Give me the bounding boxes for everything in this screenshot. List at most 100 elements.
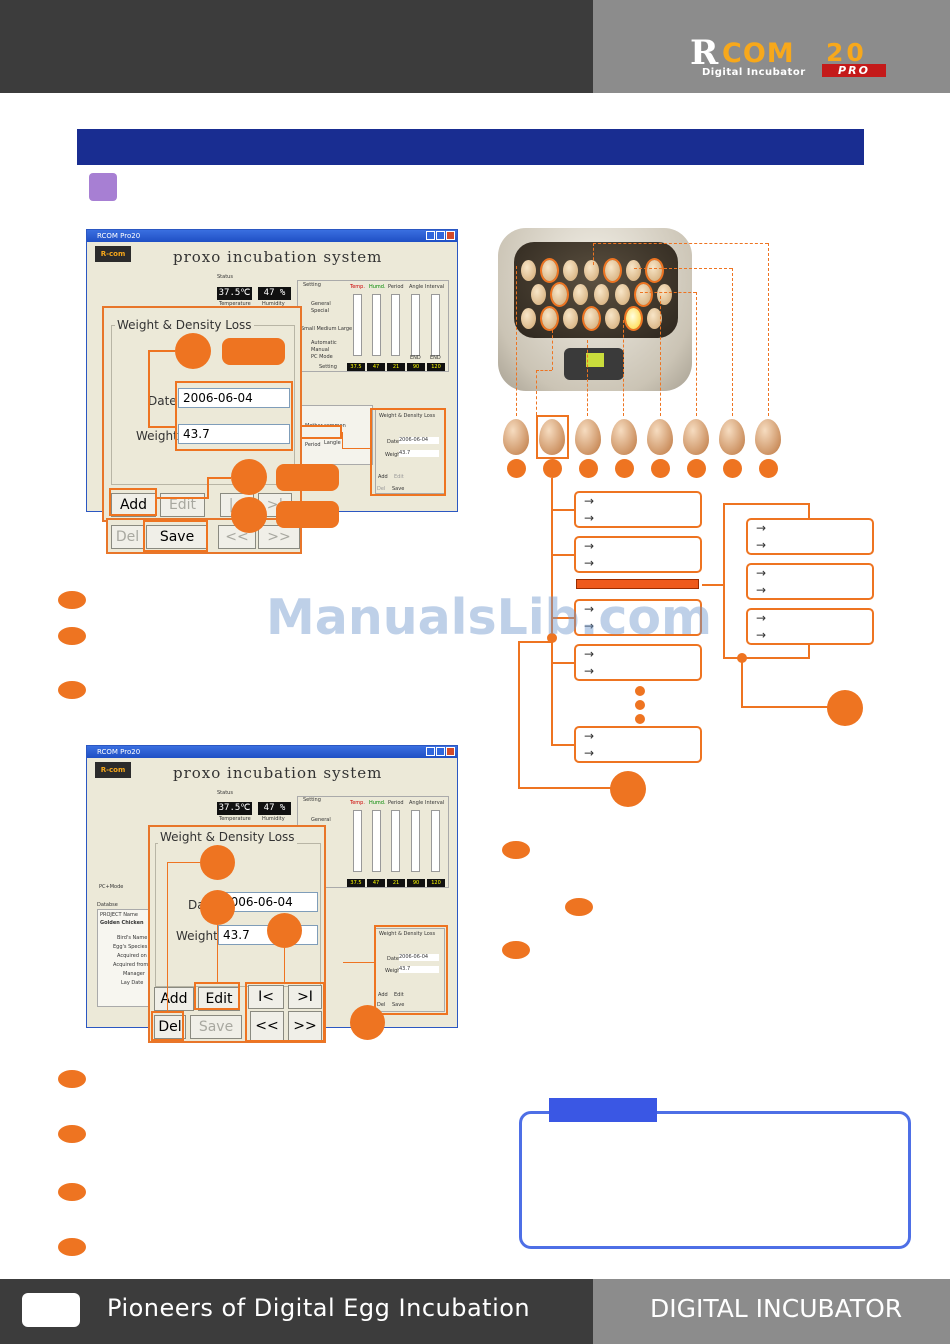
bullet-2 (58, 627, 86, 645)
field-acquired-from: Acquired from (113, 962, 149, 968)
del-button[interactable]: Del (154, 1015, 186, 1039)
add-button[interactable]: Add (154, 987, 194, 1011)
bullet-5 (58, 1125, 86, 1143)
ellipsis-dot (635, 700, 645, 710)
callout-line (167, 862, 200, 863)
col-temp: Temp. (350, 284, 365, 290)
save-button[interactable]: Save (190, 1015, 242, 1039)
maximize-icon[interactable] (436, 231, 445, 240)
edit-button[interactable]: Edit (160, 493, 205, 517)
tree-line (741, 706, 829, 708)
period-slider[interactable] (391, 810, 400, 872)
callout-box-edit (194, 982, 240, 1010)
egg-bullet (579, 459, 598, 478)
dialog-bottom-row-add: Del Save << >> (106, 518, 302, 554)
tree-line (551, 617, 574, 619)
angle-value: 90 (407, 363, 425, 371)
date-label: Date (148, 394, 177, 408)
first-record-button[interactable]: I< (248, 985, 284, 1009)
tree-line (723, 503, 810, 505)
angle-slider[interactable] (411, 294, 420, 356)
prev-record-button[interactable]: << (250, 1011, 284, 1041)
wdl-mini-del[interactable]: Del (377, 486, 386, 492)
temperature-display: 37.5℃ (217, 287, 252, 300)
angle-slider[interactable] (411, 810, 420, 872)
tree-line (551, 744, 574, 746)
record-box-5: →→ (574, 726, 702, 763)
next-record-button[interactable]: >> (288, 1011, 322, 1041)
wdl-mini-save[interactable]: Save (392, 486, 405, 492)
minimize-icon[interactable] (426, 231, 435, 240)
weight-input[interactable]: 43.7 (178, 424, 290, 444)
minimize-icon[interactable] (426, 747, 435, 756)
last-record-button[interactable]: >I (288, 985, 322, 1009)
arrow-icon: → (584, 511, 595, 525)
egg-slot (636, 284, 651, 305)
period-slider[interactable] (391, 294, 400, 356)
del-button[interactable]: Del (111, 525, 144, 549)
setting-special[interactable]: Special (311, 308, 330, 314)
callout-marker-right-2 (610, 771, 646, 807)
humd-slider[interactable] (372, 294, 381, 356)
mode-pc[interactable]: PC Mode (311, 354, 333, 360)
temp-slider[interactable] (353, 810, 362, 872)
wdl-mini-weight[interactable]: 43.7 (399, 966, 439, 973)
close-icon[interactable] (446, 747, 455, 756)
interval-slider[interactable] (431, 810, 440, 872)
setting-label: Setting (303, 282, 321, 288)
wdl-mini-edit[interactable]: Edit (394, 992, 404, 998)
temp-slider[interactable] (353, 294, 362, 356)
egg-slot (647, 260, 662, 281)
temperature-caption: Temperature (219, 301, 251, 307)
interval-slider[interactable] (431, 294, 440, 356)
date-input[interactable]: 2006-06-04 (178, 388, 290, 408)
close-icon[interactable] (446, 231, 455, 240)
angle-end-label: END (410, 355, 421, 361)
save-button[interactable]: Save (146, 525, 208, 549)
setting-general[interactable]: General (311, 301, 331, 307)
leader-line (536, 370, 552, 371)
tree-line (518, 787, 611, 789)
detail-box-2: →→ (746, 563, 874, 600)
wdl-mini-date[interactable]: 2006-06-04 (399, 437, 439, 444)
window-controls[interactable] (426, 747, 455, 756)
arrow-icon: → (584, 556, 595, 570)
egg-slot (605, 260, 620, 281)
setting-general[interactable]: General (311, 817, 331, 823)
callout-line (342, 432, 343, 449)
window-controls[interactable] (426, 231, 455, 240)
egg (575, 419, 601, 455)
arrow-icon: → (756, 521, 767, 535)
arrow-icon: → (756, 628, 767, 642)
tree-line (551, 554, 574, 556)
status-label: Status (217, 274, 233, 280)
col-period: Period (388, 284, 404, 290)
col-angle: Angle (409, 284, 424, 290)
dialog-title: Weight & Density Loss (158, 830, 297, 844)
dialog-title: Weight & Density Loss (115, 318, 254, 332)
wdl-mini-date[interactable]: 2006-06-04 (399, 954, 439, 961)
setting-button[interactable]: Setting (319, 364, 337, 370)
maximize-icon[interactable] (436, 747, 445, 756)
leader-line (516, 266, 517, 416)
mode-manual[interactable]: Manual (311, 347, 330, 353)
temperature-caption: Temperature (219, 816, 251, 822)
wdl-mini-save[interactable]: Save (392, 1002, 405, 1008)
wdl-mini-add[interactable]: Add (378, 992, 388, 998)
bullet-3 (58, 681, 86, 699)
wdl-mini-add[interactable]: Add (378, 474, 388, 480)
wdl-mini-del[interactable]: Del (377, 1002, 386, 1008)
wdl-mini-edit[interactable]: Edit (394, 474, 404, 480)
humd-slider[interactable] (372, 810, 381, 872)
date-input[interactable]: 2006-06-04 (218, 892, 318, 912)
arrow-icon: → (584, 647, 595, 661)
next-record-button[interactable]: >> (258, 525, 300, 549)
egg-slot (626, 308, 641, 329)
egg-size-options[interactable]: Small Medium Large (301, 326, 353, 332)
logo-pro-badge: PRO (822, 64, 886, 77)
arrow-icon: → (584, 746, 595, 760)
wdl-mini-weight[interactable]: 43.7 (399, 450, 439, 457)
callout-box-panel-2 (374, 925, 448, 1015)
mode-automatic[interactable]: Automatic (311, 340, 337, 346)
humd-value: 47 (367, 363, 385, 371)
